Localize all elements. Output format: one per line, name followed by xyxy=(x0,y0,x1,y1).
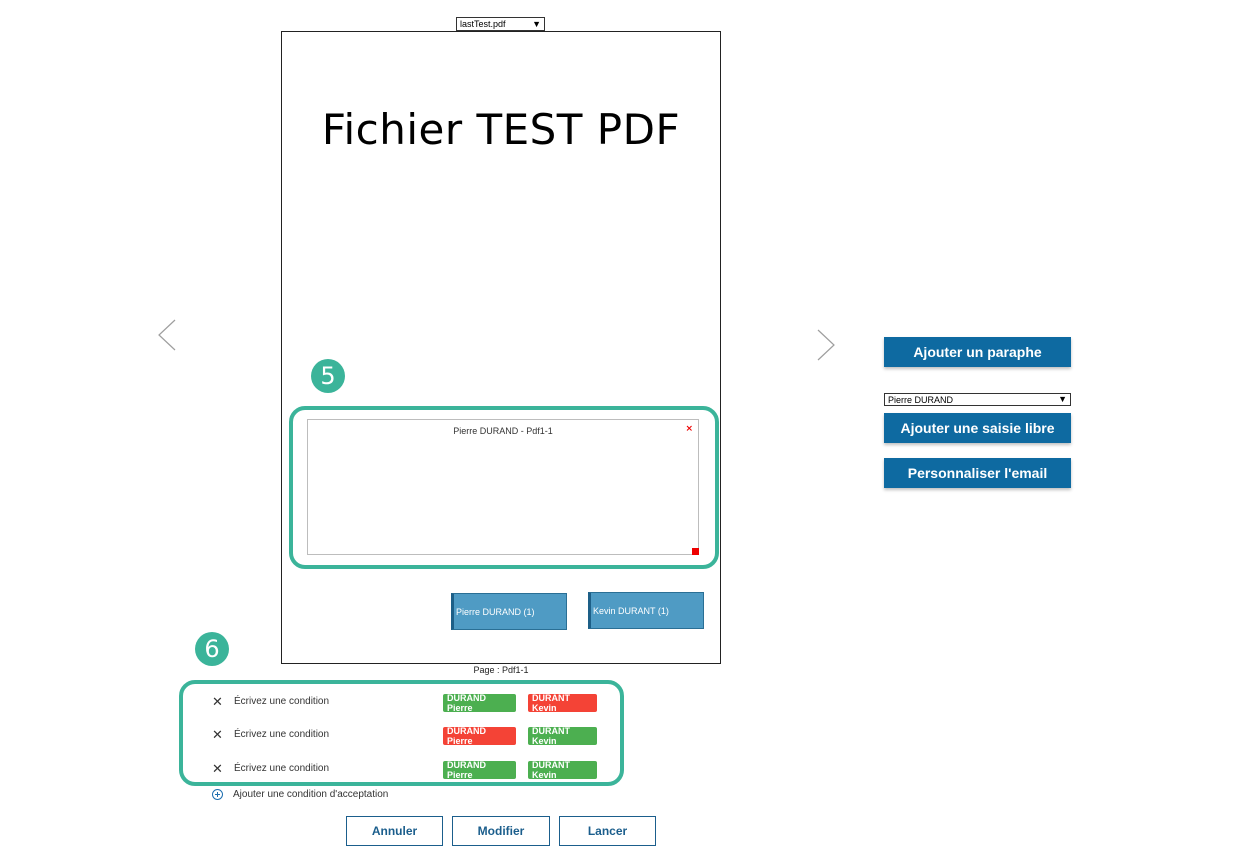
signer-select[interactable]: Pierre DURAND ▼ xyxy=(884,393,1071,406)
highlight-frame-conditions xyxy=(179,680,624,786)
close-icon[interactable]: × xyxy=(685,424,693,434)
condition-text[interactable]: Écrivez une condition xyxy=(234,729,330,740)
signer-block-pierre-durand[interactable]: Pierre DURAND (1) xyxy=(451,593,567,630)
customize-email-button[interactable]: Personnaliser l'email xyxy=(884,458,1071,488)
step-badge-5: 5 xyxy=(311,359,345,393)
page-indicator: Page : Pdf1-1 xyxy=(473,665,529,675)
add-free-input-button[interactable]: Ajouter une saisie libre xyxy=(884,413,1071,443)
pdf-page-preview: Fichier TEST PDF xyxy=(281,31,721,664)
add-condition-link[interactable]: Ajouter une condition d'acceptation xyxy=(212,787,388,801)
modify-button[interactable]: Modifier xyxy=(452,816,550,846)
previous-page-arrow-icon[interactable] xyxy=(156,318,178,352)
condition-tag-durant-kevin[interactable]: DURANT Kevin xyxy=(528,726,597,746)
remove-condition-icon[interactable]: ✕ xyxy=(212,762,223,777)
cancel-button[interactable]: Annuler xyxy=(346,816,443,846)
remove-condition-icon[interactable]: ✕ xyxy=(212,728,223,743)
condition-tag-durand-pierre[interactable]: DURAND Pierre xyxy=(443,760,516,780)
signature-zone-label: Pierre DURAND - Pdf1-1 xyxy=(453,426,553,436)
plus-circle-icon xyxy=(212,788,223,800)
signer-block-kevin-durant[interactable]: Kevin DURANT (1) xyxy=(588,592,704,629)
pdf-title: Fichier TEST PDF xyxy=(321,105,681,154)
condition-row: ✕ Écrivez une condition DURAND Pierre DU… xyxy=(212,693,612,713)
step-badge-6: 6 xyxy=(195,632,229,666)
file-select[interactable]: lastTest.pdf ▼ xyxy=(456,17,545,31)
highlight-frame-signature xyxy=(289,406,719,569)
remove-condition-icon[interactable]: ✕ xyxy=(212,695,223,710)
add-initial-button[interactable]: Ajouter un paraphe xyxy=(884,337,1071,367)
chevron-down-icon: ▼ xyxy=(532,18,541,29)
signer-block-label: Pierre DURAND (1) xyxy=(456,606,535,617)
resize-handle-icon[interactable] xyxy=(692,548,699,555)
condition-tag-durand-pierre[interactable]: DURAND Pierre xyxy=(443,726,516,746)
file-select-value: lastTest.pdf xyxy=(460,19,506,29)
condition-tag-durant-kevin[interactable]: DURANT Kevin xyxy=(528,760,597,780)
chevron-down-icon: ▼ xyxy=(1058,394,1067,404)
next-page-arrow-icon[interactable] xyxy=(815,328,837,362)
condition-row: ✕ Écrivez une condition DURAND Pierre DU… xyxy=(212,726,612,746)
condition-tag-durant-kevin[interactable]: DURANT Kevin xyxy=(528,693,597,713)
condition-tag-durand-pierre[interactable]: DURAND Pierre xyxy=(443,693,516,713)
condition-text[interactable]: Écrivez une condition xyxy=(234,696,330,707)
signature-zone[interactable]: Pierre DURAND - Pdf1-1 × xyxy=(307,419,699,555)
launch-button[interactable]: Lancer xyxy=(559,816,656,846)
condition-row: ✕ Écrivez une condition DURAND Pierre DU… xyxy=(212,760,612,780)
signer-select-value: Pierre DURAND xyxy=(888,394,954,405)
condition-text[interactable]: Écrivez une condition xyxy=(234,763,330,774)
add-condition-label: Ajouter une condition d'acceptation xyxy=(233,788,389,800)
signer-block-label: Kevin DURANT (1) xyxy=(593,605,669,616)
